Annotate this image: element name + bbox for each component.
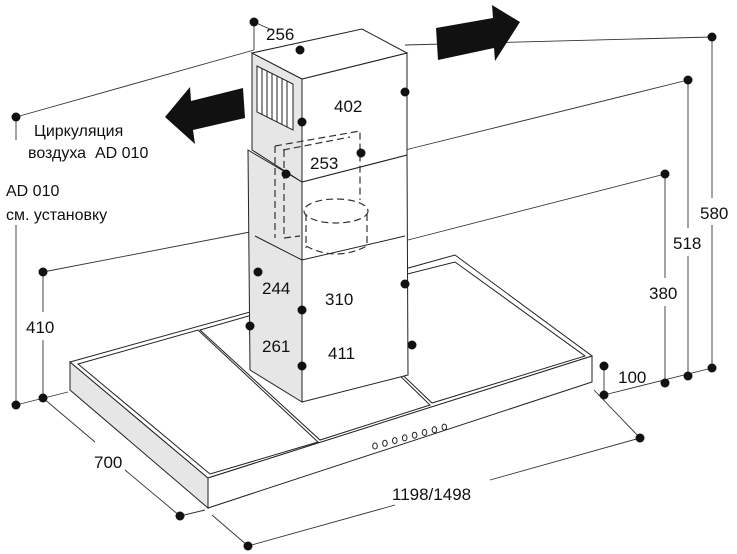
hidden-duct (274, 130, 369, 255)
dimension-dot (249, 17, 259, 27)
dimension-dot (11, 400, 21, 410)
dim-380: 380 (649, 284, 677, 303)
dimension-dot (175, 511, 185, 521)
dimension-dot (599, 390, 609, 400)
dimension-dots (11, 17, 717, 551)
dimension-line (603, 367, 713, 396)
dim-100: 100 (618, 368, 646, 387)
control-button-icon (382, 439, 388, 447)
dimension-dot (660, 169, 670, 179)
dim-310: 310 (325, 290, 353, 309)
dim-261: 261 (262, 337, 290, 356)
dim-244: 244 (262, 279, 290, 298)
dim-410: 410 (26, 318, 54, 337)
control-button-icon (411, 431, 418, 439)
chimney-top (250, 28, 409, 80)
circulation-label-line1: Циркуляция (34, 123, 123, 140)
control-button-icon (372, 442, 378, 450)
control-button-icon (431, 426, 438, 434)
dimension-dot (38, 267, 48, 277)
control-buttons (372, 423, 448, 450)
airflow-left-arrow-icon (165, 87, 245, 144)
dimension-dot (38, 393, 48, 403)
dimension-line (489, 437, 641, 481)
ad010-label: AD 010 (6, 183, 59, 200)
dimension-dot (660, 378, 670, 388)
dim-253: 253 (310, 154, 338, 173)
dimension-dot (243, 541, 253, 551)
dimension-line (42, 231, 251, 273)
see-installation-label: см. установку (6, 207, 107, 224)
dimension-line (42, 397, 96, 443)
dimension-dot (683, 75, 693, 85)
dimension-dot (245, 321, 255, 331)
dimension-dot (707, 32, 717, 42)
dimension-dot (295, 45, 305, 55)
dim-518: 518 (673, 234, 701, 253)
control-button-icon (421, 429, 428, 436)
control-button-icon (392, 437, 398, 445)
dim-402: 402 (334, 97, 362, 116)
inner-box-edge (254, 235, 406, 261)
dimension-dot (297, 361, 307, 371)
filter-panel-left (76, 329, 319, 475)
dimension-dot (683, 371, 693, 381)
control-button-icon (401, 434, 408, 442)
dim-256: 256 (266, 25, 294, 44)
dimension-line (15, 49, 255, 118)
dimension-dot (281, 169, 291, 179)
dim-580: 580 (700, 204, 728, 223)
dimension-dot (599, 361, 609, 371)
dimension-dot (407, 340, 417, 350)
chimney (247, 28, 409, 403)
dimension-dot (11, 112, 21, 122)
dim-700: 700 (94, 453, 122, 472)
dimension-line (211, 514, 249, 547)
dimension-line (407, 173, 666, 241)
dimension-dot (400, 87, 410, 97)
dimension-dot (297, 305, 307, 315)
hood-front-face (207, 355, 593, 509)
dimension-dot (356, 148, 366, 158)
dimension-dot (297, 117, 307, 127)
dim-width: 1198/1498 (392, 485, 471, 504)
dimension-dot (253, 267, 263, 277)
circulation-label-line2: воздуха AD 010 (28, 145, 148, 162)
dimension-dot (635, 433, 645, 443)
dimension-line (247, 504, 396, 547)
control-button-icon (441, 423, 448, 431)
dimension-dot (400, 279, 410, 289)
dimension-line (404, 79, 689, 151)
dim-411: 411 (328, 344, 355, 363)
dimension-line (124, 469, 181, 517)
dimension-dot (707, 363, 717, 373)
airflow-right-arrow-icon (436, 5, 520, 61)
vent-grille (256, 65, 294, 131)
chimney-lower-front (301, 154, 409, 403)
